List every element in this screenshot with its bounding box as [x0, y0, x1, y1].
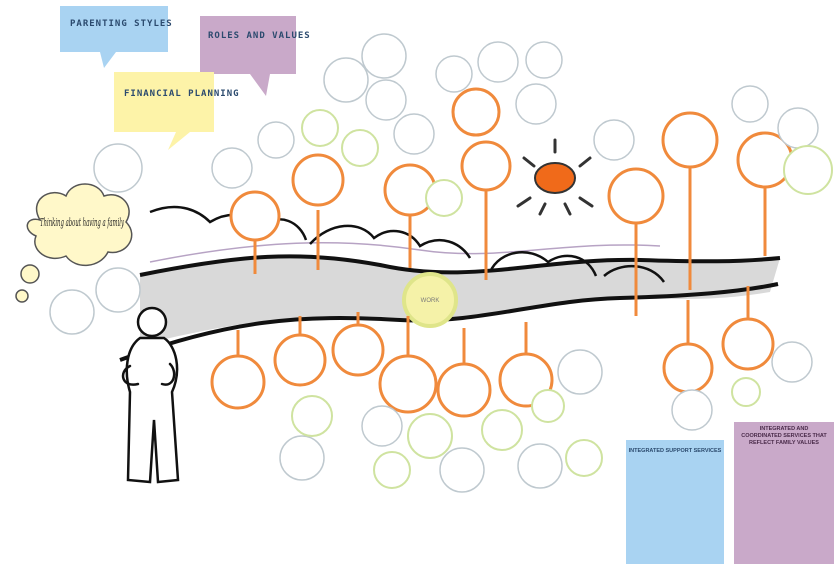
panel-integrated-support: INTEGRATED SUPPORT SERVICES [626, 440, 724, 564]
sun-icon [516, 138, 594, 216]
orange-circles [210, 87, 794, 418]
panel-coordinated-services: INTEGRATED AND COORDINATED SERVICES THAT… [734, 422, 834, 564]
orange-connectors [236, 166, 767, 370]
work-node: WORK [402, 272, 458, 328]
person-figure [121, 306, 180, 484]
gray-bubbles [49, 33, 819, 493]
callout-roles-values: ROLES AND VALUES [200, 16, 311, 96]
callout-parenting-styles-label: PARENTING STYLES [70, 19, 173, 29]
callout-parenting-styles: PARENTING STYLES [60, 6, 173, 68]
work-node-label: WORK [421, 298, 440, 304]
callout-financial-planning: FINANCIAL PLANNING [114, 72, 240, 150]
thought-bubble: Thinking about having a family [15, 183, 133, 303]
panel-integrated-support-label: INTEGRATED SUPPORT SERVICES [629, 448, 722, 454]
thought-bubble-text: Thinking about having a family [40, 216, 124, 229]
panel-coordinated-services-label: INTEGRATED AND COORDINATED SERVICES THAT… [741, 426, 827, 446]
callout-roles-values-label: ROLES AND VALUES [208, 31, 311, 41]
callout-financial-planning-label: FINANCIAL PLANNING [124, 89, 240, 99]
journey-path [119, 241, 781, 362]
green-bubbles [291, 109, 833, 489]
